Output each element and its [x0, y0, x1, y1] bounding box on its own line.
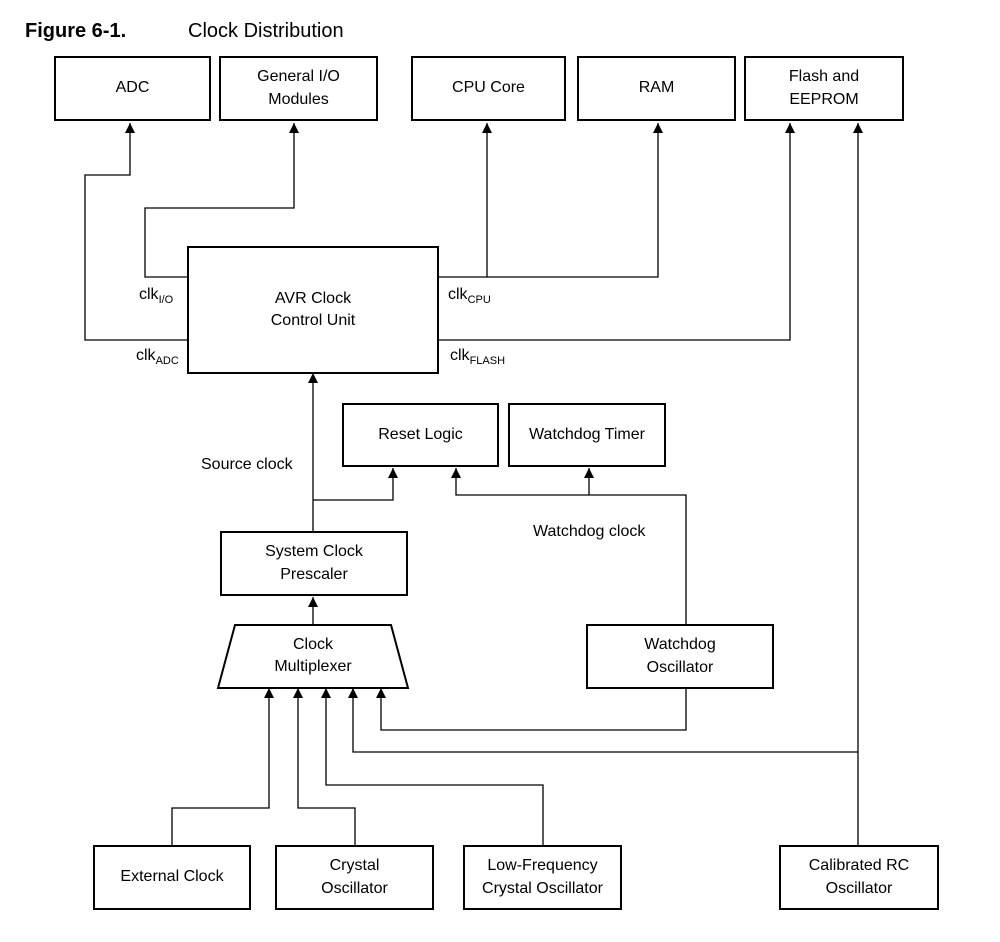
wire-rc-to-mux	[348, 688, 858, 753]
wire-watchdog-clock	[451, 468, 687, 624]
wire-lf-crystal	[321, 688, 544, 845]
wire-source-to-reset	[313, 468, 398, 501]
watchdog-clock-label: Watchdog clock	[533, 523, 646, 540]
figure-number: Figure 6-1.	[25, 20, 127, 42]
wire-watchdog-osc-to-mux	[376, 688, 687, 731]
wire-clk-flash	[437, 123, 795, 341]
clk-io-label: clkI/O	[139, 286, 174, 306]
wire-crystal	[293, 688, 356, 845]
watchdog-timer-block: Watchdog Timer	[508, 403, 666, 467]
clk-adc-label: clkADC	[136, 347, 179, 367]
wire-clk-cpu	[437, 123, 663, 278]
reset-logic-block: Reset Logic	[342, 403, 499, 467]
wire-clk-adc	[84, 123, 187, 341]
external-clock-block: External Clock	[93, 845, 251, 910]
adc-block: ADC	[54, 56, 211, 121]
wire-external-clock	[171, 688, 274, 845]
figure-title: Clock Distribution	[188, 20, 344, 42]
clk-cpu-label: clkCPU	[448, 286, 491, 306]
source-clock-label: Source clock	[201, 456, 293, 473]
clock-multiplexer-shape	[216, 624, 410, 689]
ram-block: RAM	[577, 56, 736, 121]
wire-clk-io	[144, 123, 299, 278]
cpu-core-block: CPU Core	[411, 56, 566, 121]
clk-flash-label: clkFLASH	[450, 347, 506, 367]
